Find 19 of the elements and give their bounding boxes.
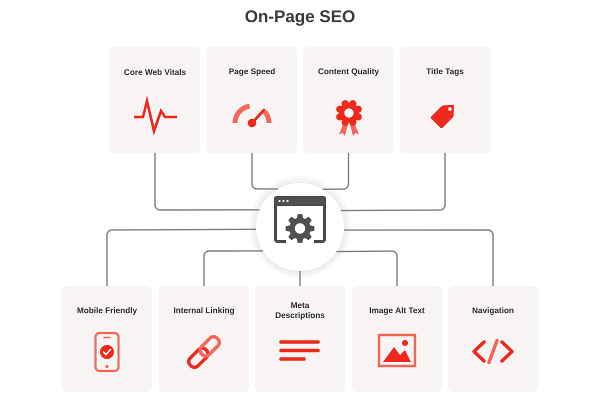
topic-card: Image Alt Text [352, 286, 442, 392]
topic-card: Content Quality [304, 47, 394, 153]
topic-card: Internal Linking [159, 286, 249, 392]
connector-line [344, 229, 494, 286]
topic-card: Mobile Friendly [62, 286, 152, 392]
connector-line [203, 250, 264, 286]
connector-line [251, 153, 278, 190]
connector-line [154, 153, 260, 211]
connector-line [322, 153, 350, 190]
topic-card: Title Tags [400, 47, 490, 153]
connector-line [299, 271, 301, 286]
topic-card: Navigation [448, 286, 538, 392]
connector-line [106, 228, 256, 286]
topic-card: Core Web Vitals [110, 47, 200, 153]
topic-card: Meta Descriptions [255, 286, 345, 392]
topic-card: Page Speed [207, 47, 297, 153]
title: On-Page SEO [245, 10, 355, 26]
connector-line [336, 250, 398, 286]
connector-line [340, 153, 446, 212]
